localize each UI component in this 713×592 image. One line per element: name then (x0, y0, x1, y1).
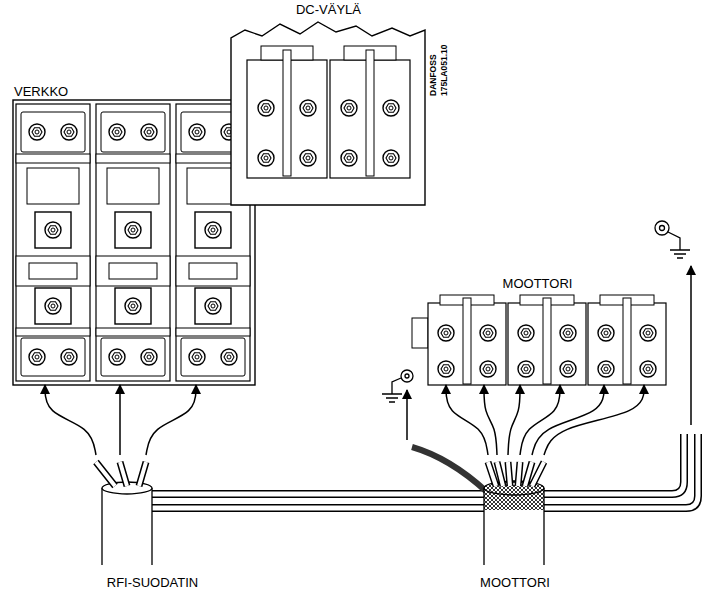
earth-arrow (406, 390, 408, 440)
cable-conductor (488, 462, 544, 486)
cable-label: MOOTTORI (480, 575, 550, 590)
earth-wire (150, 434, 698, 508)
earth-wires (150, 434, 698, 508)
earth-arrow (690, 266, 692, 425)
drawing-code: DANFOSS (428, 54, 438, 96)
cable-label: RFI-SUODATIN (107, 575, 198, 590)
earth-screw (660, 226, 665, 231)
drawing-code: 175LA051.10 (439, 44, 449, 96)
terminal-module (428, 295, 506, 385)
terminal-module (588, 295, 666, 385)
block-title: DC-VÄYLÄ (296, 2, 361, 17)
earth-wire (150, 434, 698, 508)
earth-wire (150, 434, 684, 494)
earth-symbol (668, 232, 690, 258)
cable-conductor (488, 462, 544, 486)
block-title: MOOTTORI (503, 276, 573, 291)
block-housing (13, 100, 255, 385)
wire-arrow (45, 385, 96, 455)
cable-conductor (96, 462, 146, 486)
earth-wire (150, 434, 684, 494)
wire-arrow (484, 385, 497, 455)
terminal-module (508, 295, 586, 385)
cable-outline (102, 488, 152, 565)
earth-screw (401, 370, 413, 382)
wire-arrow (146, 385, 196, 455)
wire-arrow (508, 385, 520, 455)
cable-shield (412, 447, 487, 492)
terminal-module (330, 46, 410, 178)
earth-terminal (655, 221, 691, 425)
wire-arrow (532, 385, 604, 455)
wire-arrow (520, 385, 560, 455)
terminal-block: DC-VÄYLÄ (231, 2, 426, 205)
earth-symbol (382, 378, 402, 402)
block-title: VERKKO (14, 84, 68, 99)
cable-body (102, 488, 152, 565)
wire-arrow (446, 385, 488, 455)
cable: MOOTTORI (470, 455, 560, 590)
earth-terminal (382, 370, 413, 440)
cable: RFI-SUODATIN (80, 455, 225, 590)
motor-terminal-block (412, 295, 666, 385)
motor-cable (412, 447, 544, 565)
wire-arrow (544, 385, 644, 455)
cable-conductor (96, 462, 146, 486)
mains-terminal-block (13, 100, 255, 385)
terminal-module (247, 46, 327, 178)
terminal-block: VERKKO (13, 84, 255, 385)
dc-bus-terminal-block (231, 22, 425, 205)
wire-arrow (119, 385, 121, 455)
block-tab (412, 318, 428, 348)
terminal-module (96, 104, 170, 381)
earth-screw (655, 221, 669, 235)
earth-screw (405, 374, 409, 378)
terminal-block: MOOTTORI (410, 276, 665, 385)
terminal-module (16, 104, 90, 381)
cable-body (484, 488, 544, 565)
cable-outline (484, 488, 544, 565)
block-housing (231, 22, 425, 205)
rfi-filter-cable (96, 462, 152, 565)
